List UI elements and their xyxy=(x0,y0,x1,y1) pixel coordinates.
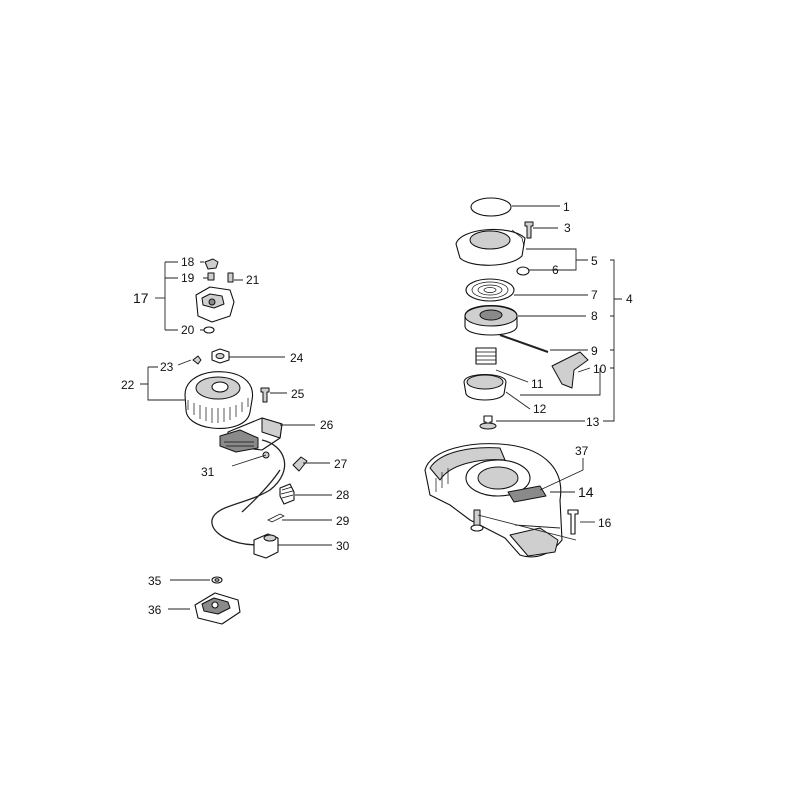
callout-16: 16 xyxy=(598,516,612,530)
callout-9: 9 xyxy=(591,344,598,358)
part-7-spring xyxy=(465,278,515,302)
flywheel-ignition-group: 22 23 24 25 26 31 27 28 29 30 xyxy=(121,348,350,559)
callout-13: 13 xyxy=(586,415,600,429)
part-37-label xyxy=(507,485,547,503)
part-19-shape xyxy=(207,272,215,281)
part-9-rope xyxy=(499,334,549,353)
callout-19: 19 xyxy=(181,271,195,285)
callout-35: 35 xyxy=(148,574,162,588)
part-20-shape xyxy=(203,326,215,334)
callout-11: 11 xyxy=(531,377,544,391)
callout-4: 4 xyxy=(626,292,633,306)
part-16-screw xyxy=(567,509,579,535)
part-21-shape xyxy=(227,272,234,283)
starter-housing-group: 37 14 16 xyxy=(424,443,612,558)
callout-5: 5 xyxy=(591,254,598,268)
callout-21: 21 xyxy=(246,273,260,287)
part-25-shape xyxy=(260,387,270,403)
callout-31: 31 xyxy=(201,465,215,479)
callout-20: 20 xyxy=(181,323,195,337)
callout-6: 6 xyxy=(552,263,559,277)
callout-24: 24 xyxy=(290,351,304,365)
part-1-disc xyxy=(470,197,512,217)
callout-36: 36 xyxy=(148,603,162,617)
part-18-shape xyxy=(204,258,219,270)
clutch-shoes-group: 35 36 xyxy=(148,574,241,625)
callout-3: 3 xyxy=(564,221,571,235)
part-3-screw xyxy=(524,221,534,239)
clutch-assembly-17: 18 19 17 20 21 xyxy=(133,255,260,337)
part-29-shape xyxy=(267,513,285,523)
callout-7: 7 xyxy=(591,288,598,302)
callout-22: 22 xyxy=(121,378,135,392)
callout-10: 10 xyxy=(593,362,607,376)
part-10-handle xyxy=(551,351,589,389)
recoil-starter-group: 1 3 5 6 4 7 8 9 10 11 12 13 xyxy=(455,197,633,430)
callout-8: 8 xyxy=(591,309,598,323)
callout-25: 25 xyxy=(291,387,305,401)
part-6-nut xyxy=(516,266,530,276)
part-28-shape xyxy=(279,483,295,505)
callout-29: 29 xyxy=(336,514,350,528)
callout-28: 28 xyxy=(336,488,350,502)
part-23-shape xyxy=(192,355,202,365)
callout-37: 37 xyxy=(575,444,589,458)
callout-27: 27 xyxy=(334,457,348,471)
callout-26: 26 xyxy=(320,418,334,432)
callout-1: 1 xyxy=(563,200,570,214)
part-27-shape xyxy=(292,456,308,472)
callout-12: 12 xyxy=(533,402,547,416)
callout-17: 17 xyxy=(133,290,149,306)
callout-30: 30 xyxy=(336,539,350,553)
callout-23: 23 xyxy=(160,360,174,374)
callout-18: 18 xyxy=(181,255,195,269)
callout-14: 14 xyxy=(578,484,594,500)
